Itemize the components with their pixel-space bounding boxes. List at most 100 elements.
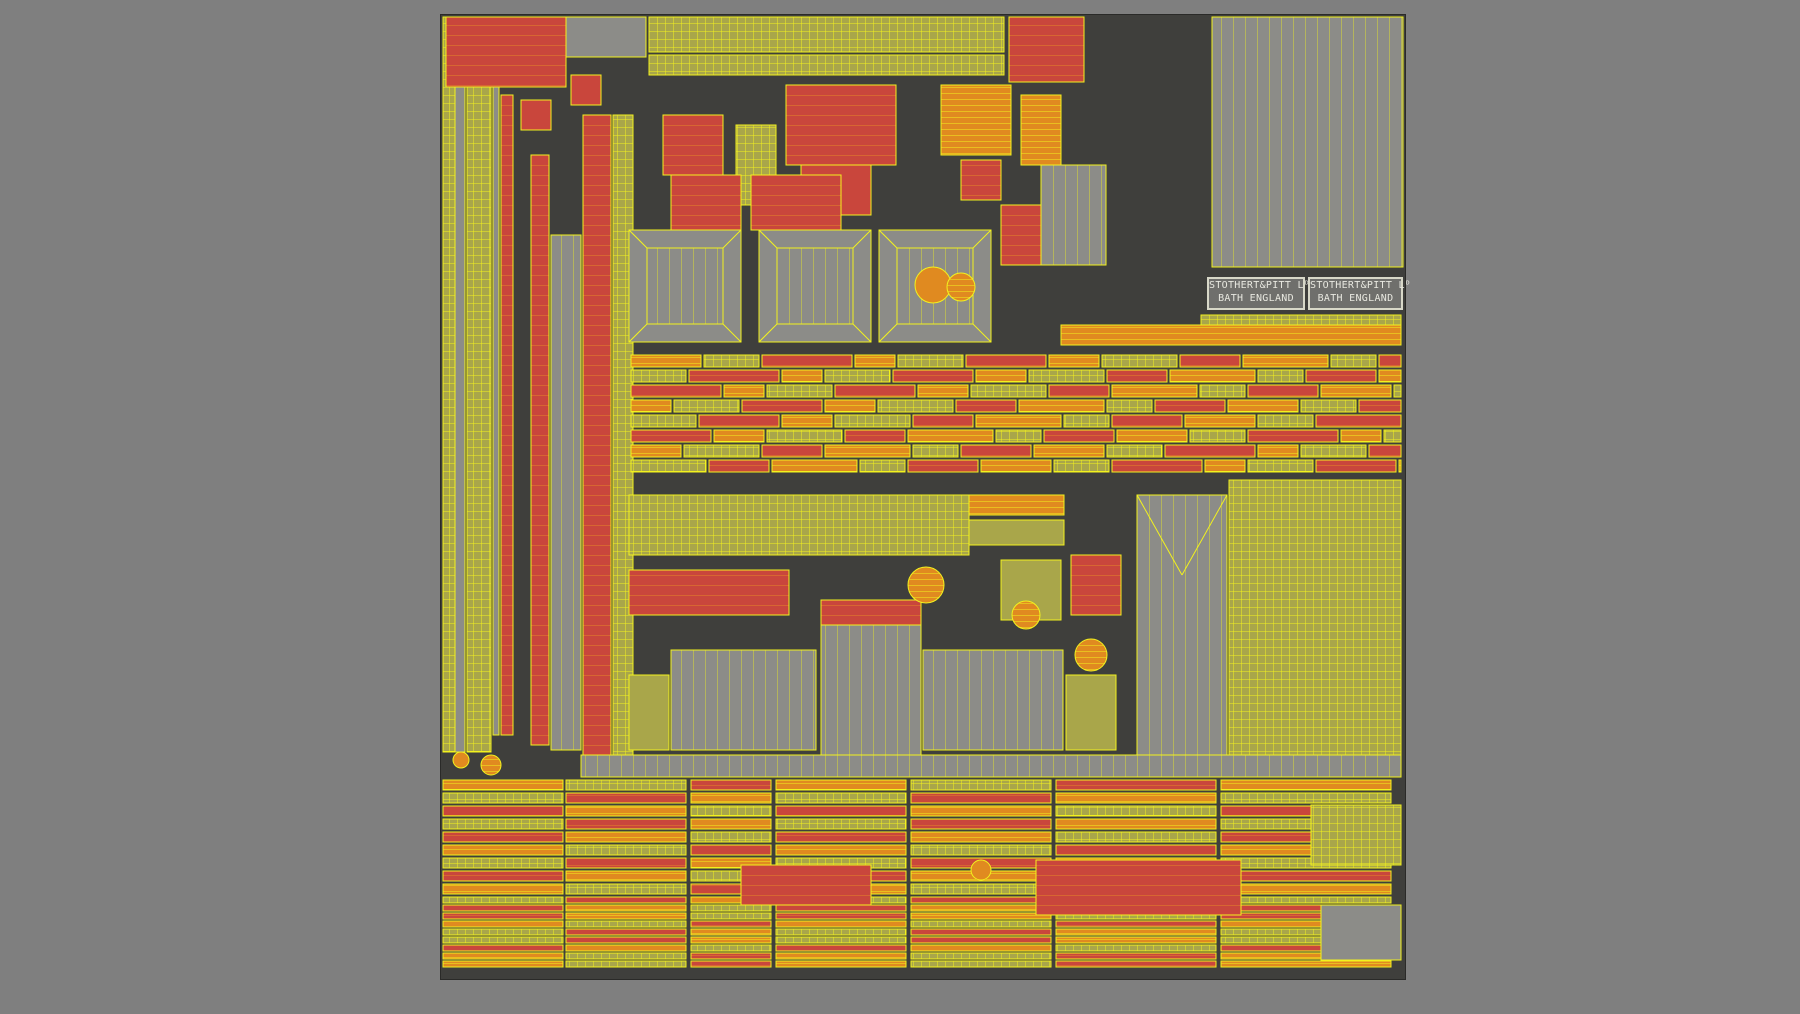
uv-strip: [1063, 414, 1110, 428]
uv-strip: [648, 54, 1005, 76]
uv-strip: [775, 831, 907, 843]
uv-strip: [897, 354, 964, 368]
uv-strip: [492, 44, 500, 736]
uv-strip: [565, 944, 687, 952]
uv-strip: [1247, 459, 1314, 473]
uv-strip: [834, 414, 911, 428]
uv-strip: [775, 936, 907, 944]
uv-strip: [854, 354, 896, 368]
uv-strip: [1315, 414, 1402, 428]
uv-block: [662, 114, 724, 176]
uv-block: [968, 519, 1065, 546]
uv-strip: [1368, 444, 1402, 458]
uv-island-round: [1074, 638, 1108, 672]
uv-strip: [1055, 818, 1217, 830]
uv-block: [520, 99, 552, 131]
uv-strip: [565, 857, 687, 869]
uv-strip: [824, 369, 891, 383]
uv-strip: [1169, 369, 1256, 383]
uv-strip: [1055, 936, 1217, 944]
uv-strip: [910, 920, 1052, 928]
uv-block: [670, 174, 742, 236]
uv-block: [940, 84, 1012, 156]
uv-strip: [1257, 444, 1299, 458]
uv-panel: [670, 649, 817, 751]
uv-strip: [1378, 369, 1402, 383]
uv-strip: [970, 384, 1047, 398]
uv-strip: [910, 912, 1052, 920]
uv-block: [1065, 674, 1117, 751]
uv-strip: [630, 369, 687, 383]
uv-strip: [1101, 354, 1178, 368]
uv-strip: [1393, 384, 1402, 398]
uv-strip: [708, 459, 770, 473]
uv-strip: [775, 920, 907, 928]
uv-strip: [580, 754, 1402, 778]
uv-strip: [690, 904, 772, 912]
uv-block: [750, 174, 842, 231]
uv-strip: [690, 818, 772, 830]
uv-strip: [1055, 831, 1217, 843]
uv-strip: [565, 844, 687, 856]
uv-strip: [630, 429, 712, 443]
uv-strip: [1200, 314, 1402, 326]
uv-edge: [1136, 494, 1183, 576]
uv-strip: [1257, 414, 1314, 428]
uv-strip: [442, 912, 564, 920]
uv-strip: [688, 369, 780, 383]
uv-strip: [1204, 459, 1246, 473]
uv-strip: [454, 36, 466, 753]
uv-strip: [1106, 399, 1153, 413]
uv-strip: [892, 369, 974, 383]
nameplate-right-line1: STOTHERT&PITT Lᴰ: [1310, 280, 1412, 291]
uv-strip: [775, 904, 907, 912]
uv-strip: [1220, 779, 1392, 791]
uv-strip: [1189, 429, 1246, 443]
uv-strip: [1257, 369, 1304, 383]
uv-strip: [1060, 324, 1402, 346]
uv-strip: [910, 952, 1052, 960]
uv-strip: [565, 904, 687, 912]
uv-strip: [910, 831, 1052, 843]
uv-strip: [1227, 399, 1299, 413]
uv-strip: [1300, 444, 1367, 458]
uv-frame-inner: [776, 247, 854, 325]
nameplate-right-line2: BATH ENGLAND: [1317, 293, 1394, 304]
uv-edge: [722, 229, 742, 249]
uv-strip: [690, 920, 772, 928]
uv-strip: [912, 414, 974, 428]
uv-strip: [690, 779, 772, 791]
uv-wireframe-canvas: [442, 16, 1404, 968]
uv-strip: [907, 459, 979, 473]
uv-strip: [1220, 792, 1392, 804]
uv-strip: [1330, 354, 1377, 368]
uv-strip: [1378, 354, 1402, 368]
uv-block: [1070, 554, 1122, 616]
uv-strip: [975, 369, 1027, 383]
uv-strip: [955, 399, 1017, 413]
uv-strip: [442, 944, 564, 952]
uv-strip: [442, 870, 564, 882]
uv-strip: [775, 944, 907, 952]
uv-strip: [1116, 429, 1188, 443]
nameplate-right: STOTHERT&PITT Lᴰ BATH ENGLAND: [1308, 277, 1412, 310]
uv-strip: [565, 805, 687, 817]
uv-strip: [442, 16, 456, 753]
uv-strip: [844, 429, 906, 443]
nameplate-left: STOTHERT&PITT Lᴰ BATH ENGLAND: [1207, 277, 1310, 310]
uv-strip: [1300, 399, 1357, 413]
uv-strip: [683, 444, 760, 458]
uv-strip: [630, 399, 672, 413]
uv-strip: [466, 36, 492, 753]
uv-strip: [910, 944, 1052, 952]
uv-strip: [1111, 384, 1198, 398]
uv-strip: [771, 459, 858, 473]
uv-island-round: [480, 754, 502, 776]
uv-block: [820, 599, 922, 626]
uv-strip: [1398, 459, 1402, 473]
uv-strip: [1305, 369, 1377, 383]
uv-strip: [565, 779, 687, 791]
uv-strip: [723, 384, 765, 398]
uv-strip: [690, 944, 772, 952]
uv-edge: [1181, 494, 1228, 576]
